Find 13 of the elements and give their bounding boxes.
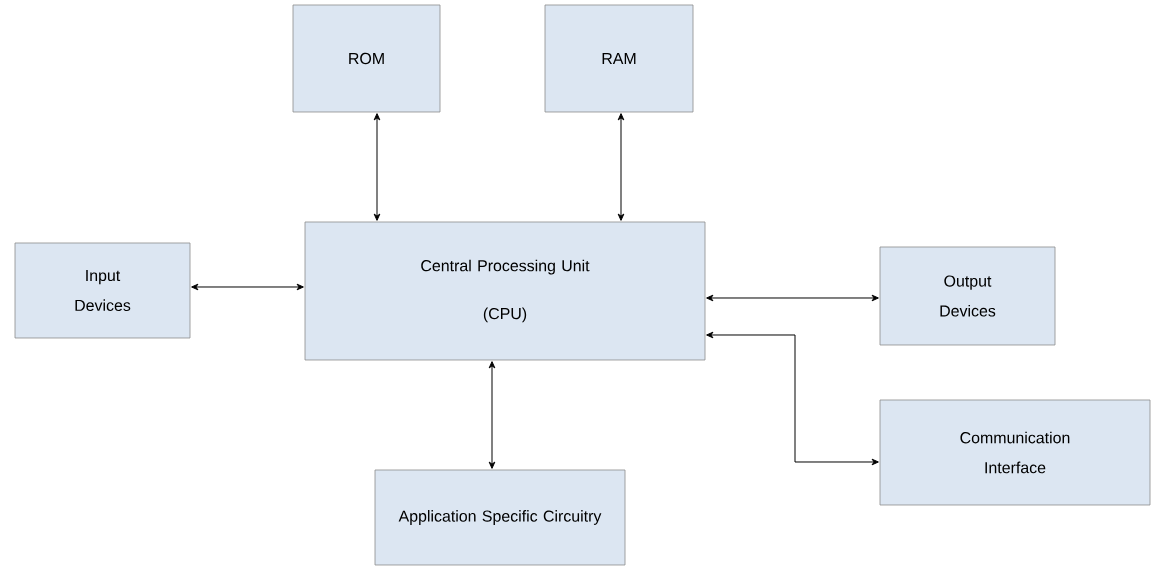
arrow	[706, 294, 879, 302]
process-box: Communication Interface	[879, 399, 1151, 506]
process-box: ROM	[292, 4, 441, 113]
process-box: RAM	[544, 4, 694, 113]
process-box: Application Specific Circuitry	[374, 469, 626, 566]
process-box: Input Devices	[14, 242, 191, 339]
arrow	[488, 361, 496, 469]
arrow	[373, 113, 381, 221]
arrow	[706, 331, 879, 466]
process-box: Central Processing Unit (CPU)	[304, 221, 706, 361]
process-box: Output Devices	[879, 246, 1056, 346]
arrow	[191, 283, 304, 291]
arrow	[617, 113, 625, 221]
